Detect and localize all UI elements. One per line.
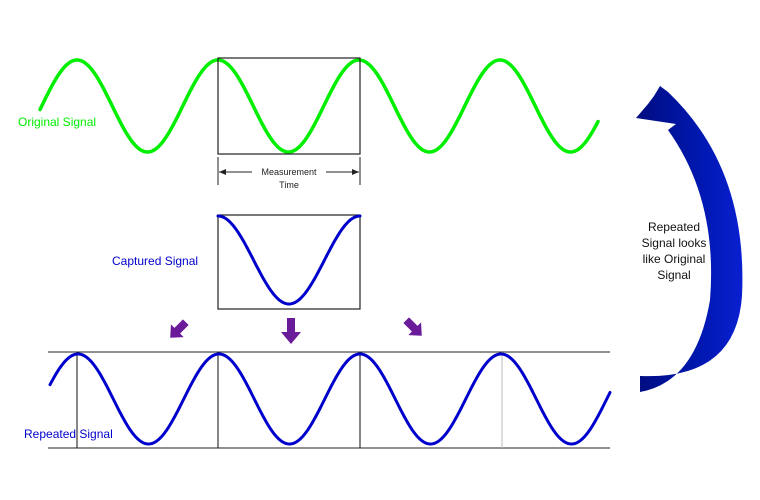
repeated-signal-label: Repeated Signal — [24, 427, 113, 441]
arrow-down — [281, 318, 301, 344]
original-signal-wave — [38, 58, 600, 154]
measurement-time-label: Measurement — [261, 167, 317, 177]
repeated-signal-wave — [48, 352, 612, 446]
note-line-1: Repeated — [648, 220, 700, 234]
arrow-down-right — [403, 317, 422, 336]
captured-signal-wave — [216, 214, 362, 306]
measurement-time-label-2: Time — [279, 180, 299, 190]
note-line-3: like Original — [643, 252, 706, 266]
measurement-window — [217, 57, 361, 155]
captured-signal-label: Captured Signal — [112, 254, 198, 268]
curved-return-arrow — [636, 86, 743, 392]
repeated-signal-frame — [48, 351, 610, 449]
bracket-arrow-right — [352, 169, 359, 175]
original-signal-label: Original Signal — [18, 115, 96, 129]
bracket-arrow-left — [219, 169, 226, 175]
captured-signal-frame — [217, 214, 361, 310]
note-line-2: Signal looks — [642, 236, 707, 250]
note-line-4: Signal — [657, 268, 690, 282]
arrow-down-left — [170, 319, 189, 338]
